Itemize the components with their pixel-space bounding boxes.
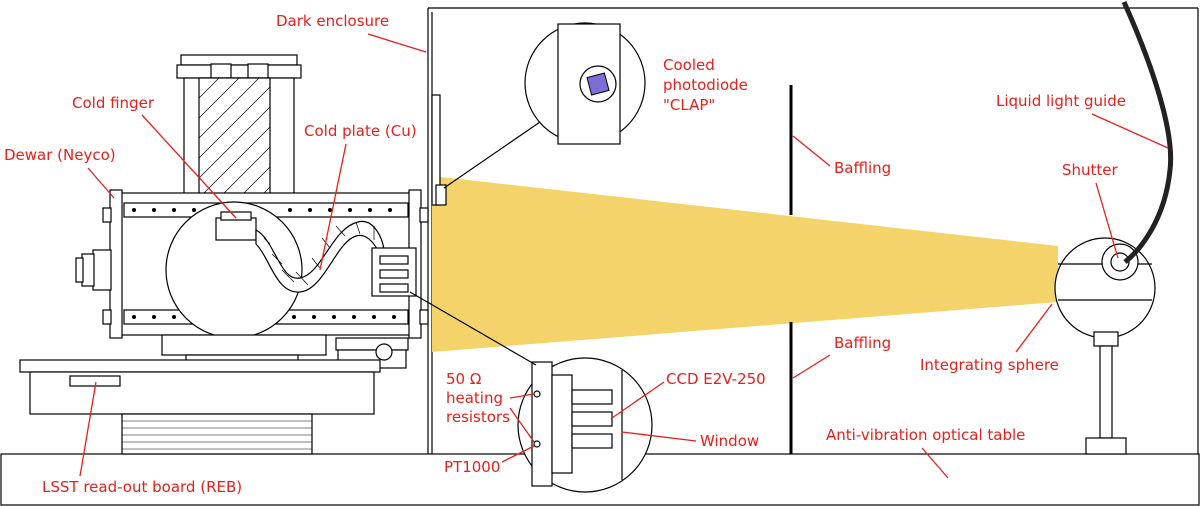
label-baffling-bottom: Baffling: [834, 334, 891, 352]
integrating-sphere-assembly: [1054, 0, 1174, 455]
label-window: Window: [700, 432, 759, 450]
label-dewar: Dewar (Neyco): [4, 146, 116, 164]
label-heating-3: resistors: [446, 408, 510, 426]
photodiode-zoom: [443, 22, 646, 189]
cold-plate: [215, 217, 257, 241]
ccd-zoom: [409, 291, 653, 493]
label-ccd: CCD E2V-250: [666, 370, 766, 388]
label-reb: LSST read-out board (REB): [42, 478, 242, 496]
label-cooled-3: "CLAP": [663, 96, 715, 114]
cold-finger-column: [198, 77, 271, 201]
label-cold-finger: Cold finger: [72, 94, 155, 112]
light-beam: [432, 176, 1058, 352]
photodiode-chip: [586, 72, 610, 96]
label-heating-1: 50 Ω: [446, 370, 481, 388]
liquid-light-guide-cable: [1121, 0, 1174, 264]
dewar: [75, 54, 429, 369]
label-cold-plate: Cold plate (Cu): [304, 122, 417, 140]
label-dark-enclosure: Dark enclosure: [276, 12, 389, 30]
label-shutter: Shutter: [1062, 161, 1119, 179]
label-liquid-light-guide: Liquid light guide: [996, 92, 1126, 110]
label-cooled-1: Cooled: [663, 56, 715, 74]
label-anti-vibration-table: Anti-vibration optical table: [826, 426, 1025, 444]
reb-stage: [19, 359, 381, 455]
label-integrating-sphere: Integrating sphere: [920, 356, 1059, 374]
label-cooled-2: photodiode: [663, 76, 748, 94]
label-heating-2: heating: [446, 389, 503, 407]
label-pt1000: PT1000: [444, 458, 500, 476]
label-baffling-top: Baffling: [834, 159, 891, 177]
